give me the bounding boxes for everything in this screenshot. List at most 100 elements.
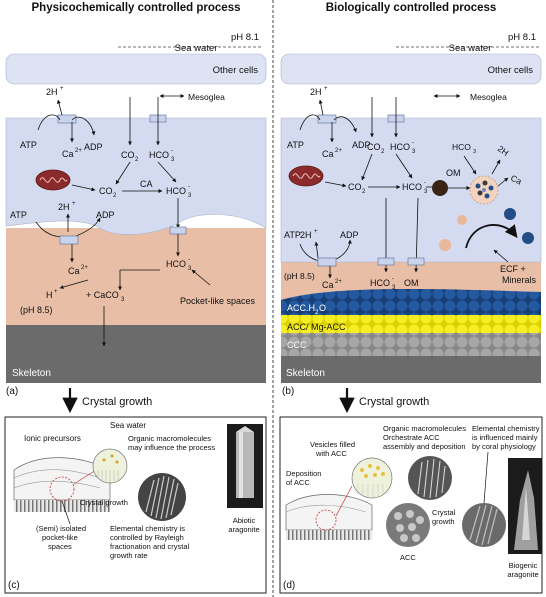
svg-text:2H: 2H <box>310 87 322 97</box>
svg-text:growth: growth <box>432 517 455 526</box>
svg-text:CO: CO <box>348 182 362 192</box>
sem-image-acc <box>386 503 430 547</box>
svg-text:Ca: Ca <box>322 280 334 290</box>
skeleton-label-left: Skeleton <box>12 368 51 379</box>
svg-text:(pH 8.5): (pH 8.5) <box>20 305 53 315</box>
svg-text:aragonite: aragonite <box>228 525 259 534</box>
svg-text:Organic macromolecules: Organic macromolecules <box>128 434 211 443</box>
svg-text:Abiotic: Abiotic <box>233 516 256 525</box>
svg-text:Crystal growth: Crystal growth <box>82 396 152 408</box>
svg-text:Crystal: Crystal <box>432 508 456 517</box>
ccc-layer <box>281 333 541 357</box>
svg-text:ACC/ Mg-ACC: ACC/ Mg-ACC <box>287 322 346 332</box>
svg-text:ATP: ATP <box>284 230 301 240</box>
sem-image-d2 <box>462 503 506 547</box>
svg-text:2H: 2H <box>300 230 312 240</box>
svg-text:Organic macromolecules: Organic macromolecules <box>383 424 466 433</box>
crystal-growth-left: Crystal growth <box>70 388 152 410</box>
svg-text:-: - <box>392 276 394 282</box>
svg-text:pH 8.1: pH 8.1 <box>508 32 536 43</box>
mitochondrion-icon <box>36 170 70 190</box>
svg-text:Skeleton: Skeleton <box>286 368 325 379</box>
svg-text:Ca: Ca <box>68 266 80 276</box>
svg-text:Sea water: Sea water <box>110 421 146 430</box>
svg-text:ATP: ATP <box>287 140 304 150</box>
organic-matrix-dot <box>432 180 448 196</box>
svg-text:OM: OM <box>446 168 461 178</box>
svg-text:ACC: ACC <box>400 553 416 562</box>
svg-text:Crystal growth: Crystal growth <box>359 396 429 408</box>
svg-text:spaces: spaces <box>48 542 72 551</box>
svg-text:H: H <box>46 290 53 300</box>
svg-text:ECF +: ECF + <box>500 264 526 274</box>
svg-text:Ionic precursors: Ionic precursors <box>24 434 81 443</box>
svg-text:HCO: HCO <box>452 142 471 152</box>
ecf-layer-left <box>6 228 266 340</box>
svg-text:Pocket-like spaces: Pocket-like spaces <box>180 296 256 306</box>
svg-text:HCO: HCO <box>402 182 422 192</box>
svg-text:HCO: HCO <box>166 186 186 196</box>
svg-text:controlled by Rayleigh: controlled by Rayleigh <box>110 533 184 542</box>
svg-text:-: - <box>412 140 414 146</box>
svg-text:CO: CO <box>99 186 113 196</box>
sea-water-left: Sea water <box>175 43 218 54</box>
title-left: Physicochemically controlled process <box>32 2 241 14</box>
svg-text:Vesicles filled: Vesicles filled <box>310 440 355 449</box>
svg-text:CO: CO <box>121 150 135 160</box>
svg-text:Mesoglea: Mesoglea <box>470 92 507 102</box>
svg-text:OM: OM <box>404 278 419 288</box>
title-right: Biologically controlled process <box>326 2 497 14</box>
svg-text:HCO: HCO <box>370 278 390 288</box>
svg-text:Ca: Ca <box>62 149 74 159</box>
svg-text:Elemental chemistry is: Elemental chemistry is <box>110 524 185 533</box>
panel-label-b: (b) <box>282 386 294 397</box>
svg-text:Minerals: Minerals <box>502 275 537 285</box>
svg-text:+: + <box>324 86 328 92</box>
panel-label-a: (a) <box>6 386 18 397</box>
svg-text:may influence the process: may influence the process <box>128 443 215 452</box>
svg-text:Other cells: Other cells <box>488 65 534 76</box>
svg-text:Orchestrate ACC: Orchestrate ACC <box>383 433 440 442</box>
svg-text:+ CaCO: + CaCO <box>86 290 119 300</box>
svg-text:ATP: ATP <box>10 210 27 220</box>
svg-text:ADP: ADP <box>340 230 359 240</box>
svg-text:HCO: HCO <box>390 142 410 152</box>
svg-text:fractionation and crystal: fractionation and crystal <box>110 542 190 551</box>
svg-text:ACC.H: ACC.H <box>287 303 315 313</box>
svg-text:-: - <box>188 184 190 190</box>
svg-text:ATP: ATP <box>20 140 37 150</box>
svg-text:CO: CO <box>367 142 381 152</box>
panel-a: Physicochemically controlled process pH … <box>6 2 266 397</box>
svg-text:2+: 2+ <box>335 148 342 154</box>
svg-text:2+: 2+ <box>335 279 342 285</box>
panel-label-d: (d) <box>283 580 295 591</box>
svg-text:aragonite: aragonite <box>507 570 538 579</box>
svg-text:is influenced mainly: is influenced mainly <box>472 433 538 442</box>
svg-text:Crystal growth: Crystal growth <box>80 498 128 507</box>
svg-text:Deposition: Deposition <box>286 469 321 478</box>
panel-c: Sea water Ionic precursors Organic macro… <box>5 417 266 593</box>
svg-text:+: + <box>54 289 58 295</box>
ph-sea-left: pH 8.1 <box>231 32 259 43</box>
other-cells-left: Other cells <box>213 65 259 76</box>
svg-text:2H: 2H <box>46 87 58 97</box>
svg-text:-: - <box>424 180 426 186</box>
svg-text:HCO: HCO <box>166 259 186 269</box>
svg-text:Ca: Ca <box>322 149 334 159</box>
svg-text:growth rate: growth rate <box>110 551 148 560</box>
svg-text:2+: 2+ <box>81 265 88 271</box>
svg-text:Sea water: Sea water <box>449 43 492 54</box>
svg-text:assembly and deposition: assembly and deposition <box>383 442 466 451</box>
panel-b: Biologically controlled process pH 8.1 S… <box>281 2 541 397</box>
svg-text:O: O <box>319 303 326 313</box>
svg-text:by coral physiology: by coral physiology <box>472 442 536 451</box>
svg-text:pocket-like: pocket-like <box>42 533 78 542</box>
pump-bottom-left <box>60 236 78 244</box>
svg-text:ADP: ADP <box>96 210 115 220</box>
mesoglea-left: Mesoglea <box>188 92 225 102</box>
panel-d: Organic macromolecules Orchestrate ACC a… <box>280 417 542 593</box>
svg-text:+: + <box>314 229 318 235</box>
svg-text:-: - <box>171 148 173 154</box>
svg-text:HCO: HCO <box>149 150 169 160</box>
